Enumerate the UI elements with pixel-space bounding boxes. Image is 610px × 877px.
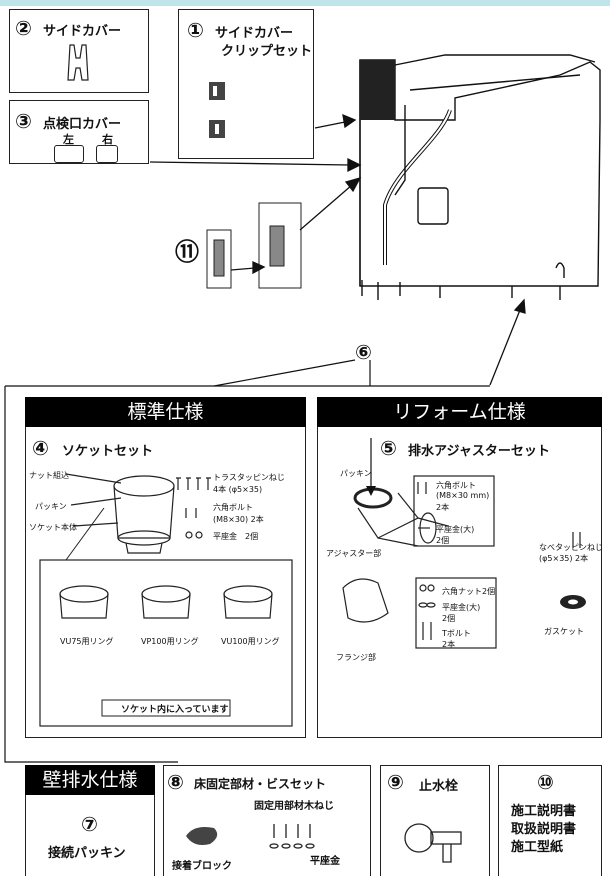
adhesive-block-label: 接着ブロック bbox=[172, 861, 232, 872]
part-4-label: ソケットセット bbox=[62, 444, 154, 459]
part-label-line1: サイドカバー bbox=[215, 26, 294, 41]
doc-line-3: 施工型紙 bbox=[511, 840, 564, 855]
wood-screw-label: 固定用部材木ねじ bbox=[254, 801, 334, 812]
part-2-side-cover-box: ② サイドカバー bbox=[9, 9, 149, 93]
stop-valve-icon bbox=[404, 823, 462, 863]
side-cover-icon bbox=[67, 44, 89, 81]
part-7-number: ⑦ bbox=[81, 812, 98, 836]
nut-callout: ナット組込 bbox=[29, 471, 69, 480]
tbolt-callout-2: 2本 bbox=[442, 640, 456, 649]
ring-label-vp100: VP100用リング bbox=[141, 637, 199, 646]
right-label: 右 bbox=[102, 133, 113, 146]
packing-callout: パッキン bbox=[340, 469, 372, 478]
flat-washer-label: 平座金 bbox=[310, 856, 340, 867]
tapping-screw-callout-2: (φ5×35) 2本 bbox=[539, 554, 589, 563]
part-9-number: ⑨ bbox=[387, 770, 404, 794]
tapping-screw-callout-1: なべタッピンねじ bbox=[539, 543, 603, 552]
part-6-number: ⑥ bbox=[355, 340, 372, 364]
bolt-callout-2: (M8×30 mm) bbox=[436, 491, 490, 500]
wall-drain-title: 壁排水仕様 bbox=[25, 765, 155, 795]
doc-line-1: 施工説明書 bbox=[511, 804, 577, 819]
part-8-label: 床固定部材・ビスセット bbox=[194, 777, 327, 791]
adjuster-illustration bbox=[342, 438, 586, 649]
part-3-inspection-cover-box: ③ 点検口カバー 左 右 bbox=[9, 100, 149, 164]
flange-callout: フランジ部 bbox=[336, 653, 376, 662]
bolt-callout-1: 六角ボルト bbox=[213, 503, 253, 512]
part-8-number: ⑧ bbox=[167, 770, 184, 794]
washer-l-callout-1: 平座金(大) bbox=[442, 603, 481, 612]
floor-fixing-illustration bbox=[186, 824, 315, 849]
adjuster-callout: アジャスター部 bbox=[326, 549, 382, 558]
right-cover-icon bbox=[96, 145, 118, 163]
washer-callout: 平座金 2個 bbox=[213, 532, 259, 541]
part-5-number: ⑤ bbox=[380, 436, 397, 460]
reform-spec-title: リフォーム仕様 bbox=[317, 397, 602, 427]
washer-callout-1: 平座金(大) bbox=[436, 525, 475, 534]
ring-label-vu75: VU75用リング bbox=[60, 637, 114, 646]
part-1-clip-set-box: ① サイドカバー クリップセット bbox=[178, 9, 314, 159]
bolt-callout-2: (M8×30) 2本 bbox=[213, 515, 264, 524]
part-5-label: 排水アジャスターセット bbox=[408, 444, 550, 459]
part-number: ① bbox=[187, 18, 204, 42]
nut-callout: 六角ナット2個 bbox=[442, 587, 496, 596]
doc-line-2: 取扱説明書 bbox=[511, 822, 577, 837]
reform-spec-panel: リフォーム仕様 ⑤ 排水アジャスターセット パッキン 六角ボルト (M8×30 … bbox=[317, 397, 603, 738]
washer-l-callout-2: 2個 bbox=[442, 614, 456, 623]
socket-body-callout: ソケット本体 bbox=[29, 523, 77, 532]
part-7-label: 接続パッキン bbox=[48, 846, 126, 861]
documents-panel: ⑩ 施工説明書 取扱説明書 施工型紙 bbox=[498, 765, 602, 876]
part-9-label: 止水栓 bbox=[419, 779, 459, 794]
left-label: 左 bbox=[63, 133, 74, 146]
bolt-callout-1: 六角ボルト bbox=[436, 481, 476, 490]
part-number: ③ bbox=[15, 109, 32, 133]
bolt-callout-3: 2本 bbox=[436, 503, 450, 512]
screw-callout-2: 4本 (φ5×35) bbox=[213, 485, 263, 494]
standard-spec-panel: 標準仕様 ④ ソケットセット ナット組込 パッキン ソケット本体 トラスタッピン… bbox=[25, 397, 306, 738]
ring-note: ソケット内に入っています bbox=[121, 705, 229, 715]
part-label: 点検口カバー bbox=[43, 117, 122, 132]
screw-callout-1: トラスタッピンねじ bbox=[213, 473, 285, 482]
top-accent-bar bbox=[0, 0, 610, 6]
ring-label-vu100: VU100用リング bbox=[221, 637, 280, 646]
standard-spec-title: 標準仕様 bbox=[25, 397, 306, 427]
stop-valve-panel: ⑨ 止水栓 bbox=[380, 765, 490, 876]
part-label: サイドカバー bbox=[43, 24, 122, 39]
packing-callout: パッキン bbox=[35, 502, 67, 511]
socket-illustration bbox=[39, 473, 293, 727]
floor-fixing-panel: ⑧ 床固定部材・ビスセット 固定用部材木ねじ 接着ブロック 平座金 bbox=[163, 765, 371, 876]
part-4-number: ④ bbox=[32, 436, 49, 460]
wall-drain-panel: 壁排水仕様 ⑦ 接続パッキン bbox=[25, 765, 155, 876]
clip-icon bbox=[209, 82, 225, 138]
left-cover-icon bbox=[54, 145, 84, 163]
washer-callout-2: 2個 bbox=[436, 536, 450, 545]
part-11-number: ⑪ bbox=[175, 238, 199, 266]
part-label-line2: クリップセット bbox=[221, 44, 313, 59]
part-number: ② bbox=[15, 16, 32, 40]
tbolt-callout-1: Tボルト bbox=[442, 629, 471, 638]
gasket-callout: ガスケット bbox=[544, 627, 584, 636]
part-10-number: ⑩ bbox=[537, 770, 554, 794]
